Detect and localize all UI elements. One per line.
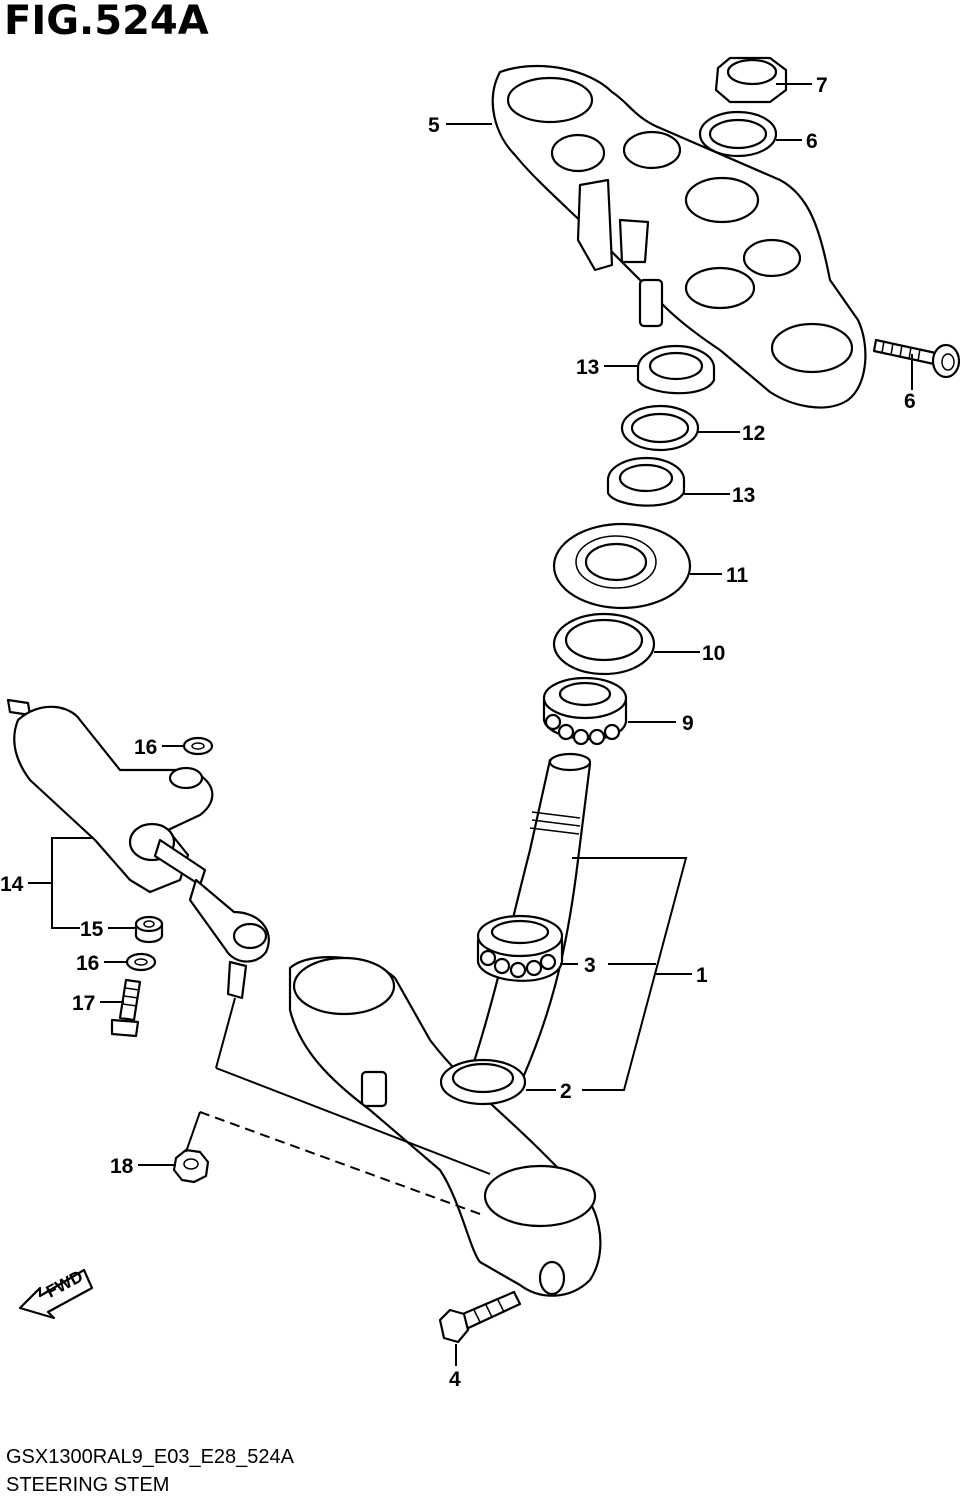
callout-1: 1 [696,964,708,987]
washer-16-upper [182,736,214,756]
bearing-3 [476,914,564,982]
dust-seal-11 [552,522,692,610]
nut-8 [714,56,788,104]
callout-6: 6 [904,390,916,413]
nut-18 [172,1148,210,1184]
figure-name: STEERING STEM [6,1474,170,1496]
callout-13: 13 [732,484,755,507]
callout-7: 6 [806,130,818,153]
callout-13: 13 [576,356,599,379]
callout-15: 15 [80,918,104,941]
bolt-6 [872,338,960,379]
lock-nut-13-upper [636,344,716,395]
assembly-lines [185,997,491,1215]
callout-18: 18 [110,1155,134,1178]
bolt-17 [110,978,142,1038]
callout-12: 12 [742,422,765,445]
lock-washer-12 [620,404,700,452]
bolt-4 [438,1290,522,1344]
callout-3: 3 [584,954,596,977]
callout-17: 17 [72,992,95,1015]
callout-16: 16 [76,952,99,975]
steering-damper-14 [6,698,270,1000]
callout-4: 4 [449,1368,461,1391]
model-code: GSX1300RAL9_E03_E28_524A [6,1446,295,1468]
callout-11: 11 [726,564,749,587]
washer-16-lower [125,952,157,972]
fwd-arrow: FWD [18,1267,94,1320]
leader-lines [28,83,913,1366]
figure-title: FIG.524A [4,0,209,44]
lock-nut-13-lower [606,456,686,507]
upper-bracket [491,64,867,409]
callouts: 5 7 6 6 13 12 13 11 10 9 3 1 2 4 18 14 1… [0,74,916,1391]
callout-8: 7 [816,74,828,97]
bearing-9 [542,676,628,746]
callout-5: 5 [428,114,440,137]
callout-2: 2 [560,1080,572,1103]
callout-10: 10 [702,642,725,665]
callout-9: 9 [682,712,694,735]
lower-bracket [288,956,602,1297]
callout-16: 16 [134,736,157,759]
callout-14: 14 [0,873,24,896]
washer-7 [698,110,778,158]
collar-15 [134,915,164,944]
race-10 [552,612,656,676]
